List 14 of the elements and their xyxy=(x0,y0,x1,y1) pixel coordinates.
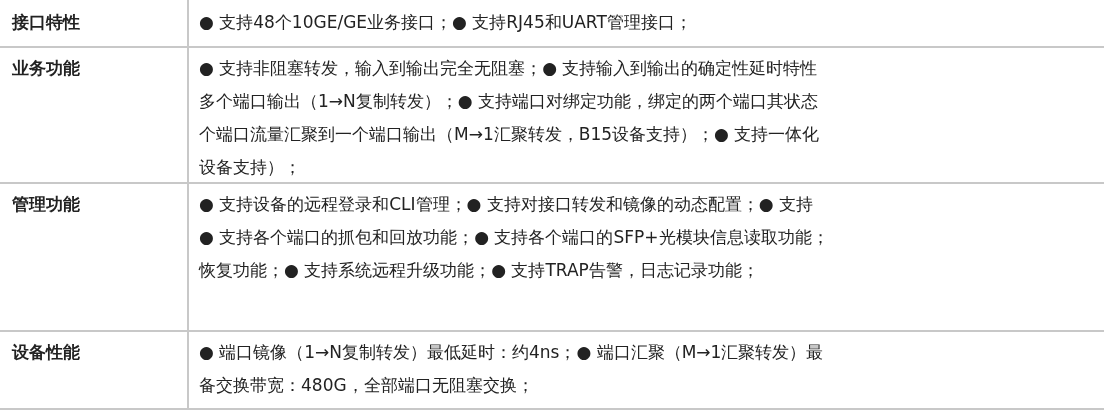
cell-text: ● 支持各个端口的抓包和回放功能；● 支持各个端口的SFP+光模块信息读取功能； xyxy=(199,227,829,247)
row-header: 管理功能 xyxy=(12,194,80,214)
cell-text: ● 支持48个10GE/GE业务接口；● 支持RJ45和UART管理接口； xyxy=(199,12,692,32)
row-header: 接口特性 xyxy=(12,12,80,32)
cell-text: 备交换带宽：480G，全部端口无阻塞交换； xyxy=(199,375,534,395)
cell-text: 设备支持）； xyxy=(199,157,301,177)
cell-text: 恢复功能；● 支持系统远程升级功能；● 支持TRAP告警，日志记录功能； xyxy=(199,260,759,280)
row-header: 业务功能 xyxy=(12,58,80,78)
cell-text: ● 支持非阻塞转发，输入到输出完全无阻塞；● 支持输入到输出的确定性延时特性 xyxy=(199,58,818,78)
cell-text: ● 支持设备的远程登录和CLI管理；● 支持对接口转发和镜像的动态配置；● 支持 xyxy=(199,194,814,214)
cell-text: ● 端口镜像（1→N复制转发）最低延时：约4ns；● 端口汇聚（M→1汇聚转发）最 xyxy=(199,342,824,362)
row-header: 设备性能 xyxy=(12,342,80,362)
cell-text: 多个端口输出（1→N复制转发）；● 支持端口对绑定功能，绑定的两个端口其状态 xyxy=(199,91,818,111)
cell-text: 个端口流量汇聚到一个端口输出（M→1汇聚转发，B15设备支持）；● 支持一体化 xyxy=(199,124,820,144)
